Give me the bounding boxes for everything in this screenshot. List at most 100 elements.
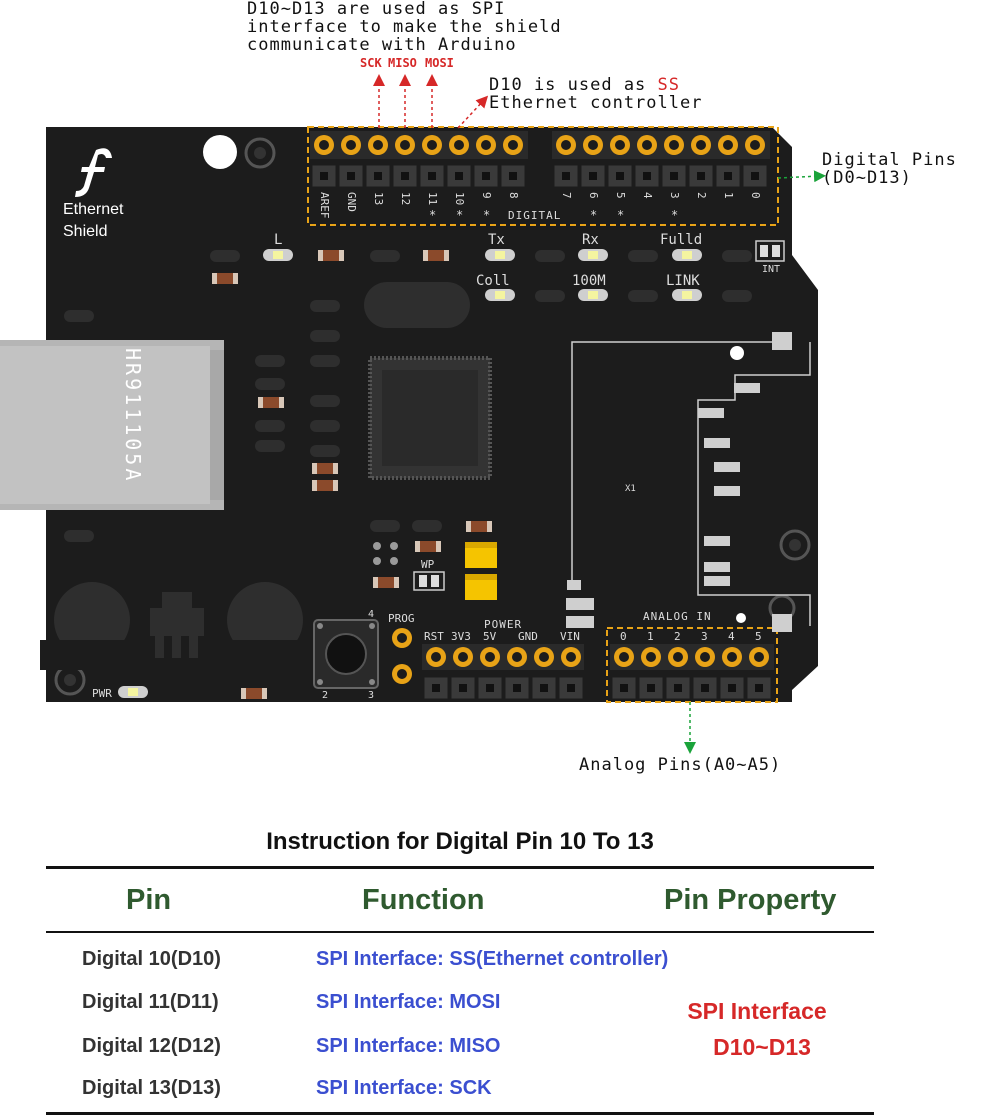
digital-pin-header	[310, 131, 770, 188]
power-pin-label: 3V3	[451, 630, 471, 643]
led-coll: Coll	[476, 273, 515, 301]
led-link: LINK	[666, 273, 702, 301]
table-row-function: SPI Interface: SCK	[316, 1077, 492, 1099]
svg-text:L: L	[274, 232, 282, 248]
voltage-regulator	[150, 592, 204, 658]
ss-word: SS	[657, 75, 681, 95]
pwm-mark: *	[590, 208, 597, 222]
miso-label: MISO	[388, 56, 417, 70]
df-logo-icon	[75, 148, 112, 197]
header-pin-property: Pin Property	[664, 884, 837, 916]
ethernet-controller-chip	[368, 356, 492, 480]
analog-pin-label: 1	[647, 630, 654, 643]
analog-pins-note: Analog Pins(A0~A5)	[579, 755, 782, 775]
analog-pin-header: 0 1 2 3 4 5	[610, 630, 774, 700]
int-jumper: INT	[755, 240, 785, 275]
digital-pin-label: 5	[614, 192, 627, 199]
digital-pin-label: AREF	[318, 192, 331, 219]
table-rule-mid	[46, 931, 874, 933]
via-dots	[373, 542, 398, 565]
pwm-mark: *	[671, 208, 678, 222]
electrolytic-cap	[227, 582, 303, 658]
table-row-function: SPI Interface: MISO	[316, 1035, 501, 1057]
analog-pin-label: 0	[620, 630, 627, 643]
digital-pin-label: 12	[399, 192, 412, 205]
brand-text-line1: Ethernet	[63, 201, 124, 218]
digital-pin-label: 0	[749, 192, 762, 199]
table-row-pin: Digital 13(D13)	[82, 1077, 221, 1099]
chip-label: X1	[625, 484, 636, 494]
button-pin-4: 4	[368, 609, 374, 620]
svg-text:LINK: LINK	[666, 273, 700, 289]
digital-pin-label: 3	[668, 192, 681, 199]
power-label: POWER	[484, 618, 522, 631]
analog-pin-label: 4	[728, 630, 735, 643]
table-row-function: SPI Interface: MOSI	[316, 991, 501, 1013]
brand-text-line2: Shield	[63, 223, 107, 240]
header-function: Function	[362, 884, 485, 916]
resistors	[212, 250, 492, 699]
svg-text:WP: WP	[421, 558, 435, 571]
table-title: Instruction for Digital Pin 10 To 13	[266, 828, 654, 855]
sck-label: SCK	[360, 56, 382, 70]
power-pin-label: VIN	[560, 630, 580, 643]
svg-text:100M: 100M	[572, 273, 606, 289]
led-pwr: PWR	[92, 686, 148, 700]
svg-text:Tx: Tx	[488, 232, 505, 248]
button-pin-3: 3	[368, 690, 374, 701]
svg-text:Fulld: Fulld	[660, 232, 702, 248]
led-fulld: Fulld	[660, 232, 702, 261]
digital-pin-label: 13	[372, 192, 385, 205]
digital-pin-label: 9	[480, 192, 493, 199]
digital-pin-label: 6	[587, 192, 600, 199]
led-100m: 100M	[572, 273, 608, 301]
pin-property-line1: SPI Interface	[687, 998, 827, 1024]
digital-header-frame	[307, 126, 779, 226]
digital-pin-label: 7	[560, 192, 573, 199]
digital-pin-label: GND	[345, 192, 358, 212]
spi-arrows	[373, 74, 489, 129]
led-rx: Rx	[578, 232, 608, 261]
wp-jumper: WP	[413, 558, 445, 591]
led-tx: Tx	[485, 232, 515, 261]
crystal	[364, 282, 470, 328]
analog-pin-label: 2	[674, 630, 681, 643]
prog-pads	[392, 628, 412, 684]
mounting-hole	[244, 137, 276, 169]
smd-pads	[64, 250, 752, 542]
sd-card-outline	[571, 341, 811, 626]
table-row-pin: Digital 10(D10)	[82, 948, 221, 970]
pwm-mark: *	[483, 208, 490, 222]
mosi-label: MOSI	[425, 56, 454, 70]
digital-pin-label: 8	[507, 192, 520, 199]
svg-text:INT: INT	[762, 264, 780, 275]
table-rule-bottom	[46, 1112, 874, 1115]
reset-button[interactable]	[313, 619, 379, 689]
analog-in-label: ANALOG IN	[643, 610, 712, 623]
rj45-jack: HR911105A	[0, 340, 224, 510]
pin-property-line2: D10~D13	[713, 1034, 811, 1060]
digital-label: DIGITAL	[508, 209, 561, 222]
svg-text:Coll: Coll	[476, 273, 510, 289]
power-pin-label: RST	[424, 630, 444, 643]
spi-note: D10~D13 are used as SPI interface to mak…	[247, 0, 562, 55]
power-pin-label: GND	[518, 630, 538, 643]
digital-pins-arrow	[777, 170, 826, 183]
analog-pin-label: 3	[701, 630, 708, 643]
electrolytic-cap	[54, 582, 130, 658]
ss-prefix: D10 is used as	[489, 75, 658, 95]
table-row-pin: Digital 12(D12)	[82, 1035, 221, 1057]
mounting-hole	[779, 529, 811, 561]
analog-pin-label: 5	[755, 630, 762, 643]
button-pin-2: 2	[322, 690, 328, 701]
table-row-pin: Digital 11(D11)	[82, 991, 219, 1013]
digital-pin-label: 1	[722, 192, 735, 199]
analog-header-frame	[606, 627, 778, 703]
pwm-mark: *	[456, 208, 463, 222]
digital-pin-label: 10	[453, 192, 466, 205]
table-rule-top	[46, 866, 874, 869]
